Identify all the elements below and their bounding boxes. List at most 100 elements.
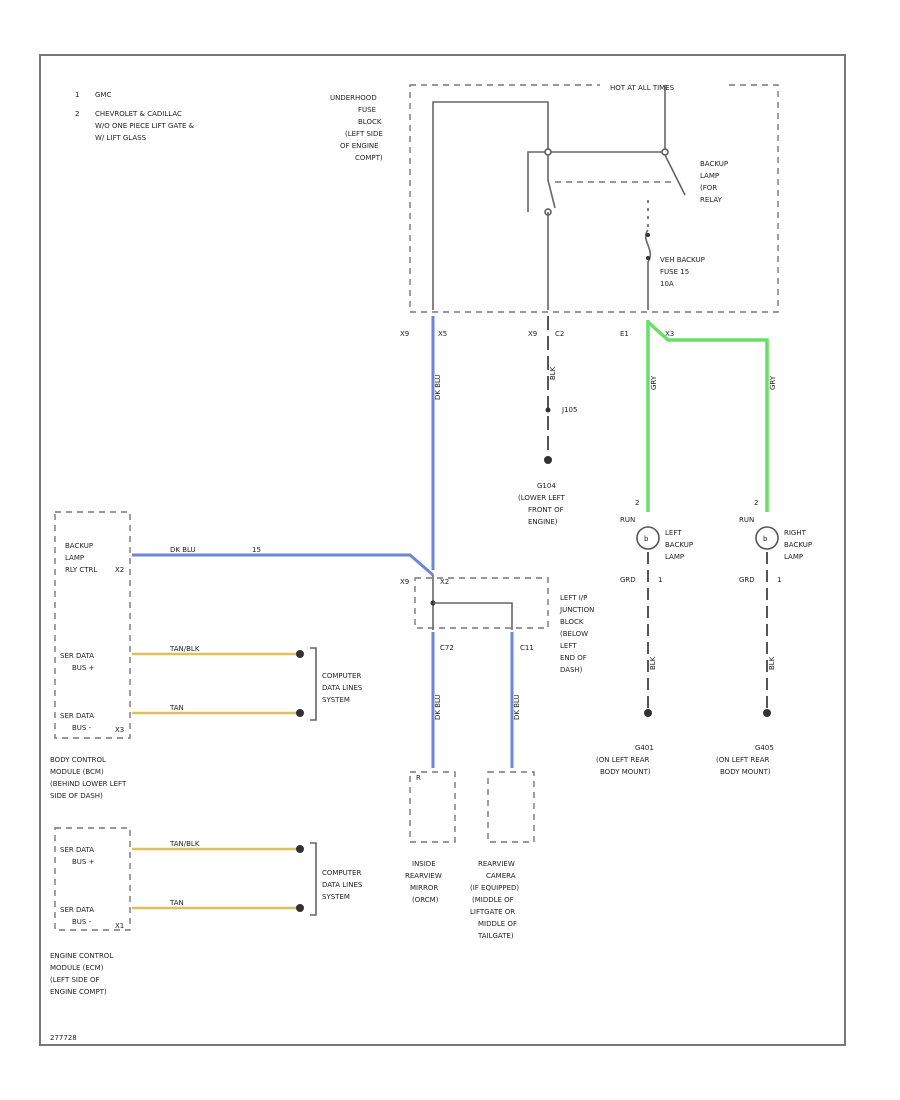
svg-text:X3: X3 <box>115 726 124 734</box>
svg-text:R: R <box>416 774 421 782</box>
svg-text:15: 15 <box>252 546 261 554</box>
svg-text:BLOCK: BLOCK <box>358 118 382 126</box>
svg-text:LEFT I/P: LEFT I/P <box>560 594 587 602</box>
svg-text:G401: G401 <box>635 744 654 752</box>
svg-text:(FOR: (FOR <box>700 184 717 192</box>
right-lamp-bulb-icon <box>755 526 779 550</box>
ground-g104: G104 (LOWER LEFT FRONT OF ENGINE) <box>518 482 566 526</box>
svg-text:BLOCK: BLOCK <box>560 618 584 626</box>
svg-text:DASH): DASH) <box>560 666 583 674</box>
svg-text:INSIDE: INSIDE <box>412 860 436 868</box>
svg-text:TAILGATE): TAILGATE) <box>477 932 514 940</box>
svg-text:BLK: BLK <box>549 366 557 380</box>
svg-text:1: 1 <box>777 576 781 584</box>
svg-text:FUSE: FUSE <box>358 106 376 114</box>
svg-text:X5: X5 <box>438 330 447 338</box>
diagram-id: 277728 <box>50 1034 77 1042</box>
left-backup-lamp: 2 RUN b LEFT BACKUP LAMP GRD 1 <box>620 499 693 584</box>
relay-feed <box>527 151 665 212</box>
svg-text:JUNCTION: JUNCTION <box>559 606 594 614</box>
svg-text:LAMP: LAMP <box>65 554 84 562</box>
svg-text:TAN: TAN <box>169 704 184 712</box>
notes-legend: 1 GMC 2 CHEVROLET & CADILLAC W/O ONE PIE… <box>75 91 195 142</box>
bracket-bcm-data <box>310 647 317 721</box>
svg-text:DK BLU: DK BLU <box>513 694 521 720</box>
svg-text:FUSE 15: FUSE 15 <box>660 268 689 276</box>
svg-text:REARVIEW: REARVIEW <box>478 860 515 868</box>
svg-text:SER DATA: SER DATA <box>60 712 94 720</box>
svg-text:X9: X9 <box>400 578 409 586</box>
svg-text:(LOWER LEFT: (LOWER LEFT <box>518 494 566 502</box>
computer-data-lines-bcm: COMPUTER DATA LINES SYSTEM <box>322 672 363 704</box>
svg-text:GRD: GRD <box>620 576 636 584</box>
svg-text:TAN/BLK: TAN/BLK <box>169 645 200 653</box>
svg-text:MIDDLE OF: MIDDLE OF <box>478 920 517 928</box>
svg-text:REARVIEW: REARVIEW <box>405 872 442 880</box>
svg-text:G104: G104 <box>537 482 556 490</box>
svg-text:2: 2 <box>754 499 758 507</box>
svg-text:ENGINE CONTROL: ENGINE CONTROL <box>50 952 113 960</box>
svg-text:LIFTGATE OR: LIFTGATE OR <box>470 908 515 916</box>
svg-text:SYSTEM: SYSTEM <box>322 696 350 704</box>
svg-text:W/O ONE PIECE LIFT GATE &: W/O ONE PIECE LIFT GATE & <box>95 122 195 130</box>
ground-g401: G401 (ON LEFT REAR BODY MOUNT) <box>596 744 654 776</box>
svg-text:BUS +: BUS + <box>72 858 95 866</box>
svg-text:DATA LINES: DATA LINES <box>322 881 363 889</box>
svg-text:COMPUTER: COMPUTER <box>322 869 361 877</box>
svg-text:BLK: BLK <box>768 656 776 670</box>
svg-text:FRONT OF: FRONT OF <box>528 506 564 514</box>
svg-text:COMPT): COMPT) <box>355 154 383 162</box>
svg-text:b: b <box>644 535 649 543</box>
svg-text:LAMP: LAMP <box>665 553 684 561</box>
svg-text:SYSTEM: SYSTEM <box>322 893 350 901</box>
svg-text:X2: X2 <box>115 566 124 574</box>
svg-text:(IF EQUIPPED): (IF EQUIPPED) <box>470 884 519 892</box>
backup-lamp-relay: BACKUP LAMP (FOR RELAY <box>700 160 728 204</box>
svg-text:X3: X3 <box>665 330 674 338</box>
svg-text:SIDE OF DASH): SIDE OF DASH) <box>50 792 103 800</box>
computer-data-lines-ecm: COMPUTER DATA LINES SYSTEM <box>322 869 363 901</box>
svg-text:HOT AT ALL TIMES: HOT AT ALL TIMES <box>610 84 675 92</box>
underhood-fuse-block: HOT AT ALL TIMES UNDERHOOD FUSE BLOCK (L… <box>330 80 779 313</box>
left-ip-junction-block: X9 X2 LEFT I/P JUNCTION BLOCK (BELOW LEF… <box>400 575 594 674</box>
svg-text:BACKUP: BACKUP <box>784 541 812 549</box>
svg-text:RLY CTRL: RLY CTRL <box>65 566 97 574</box>
svg-text:UNDERHOOD: UNDERHOOD <box>330 94 377 102</box>
svg-text:(MIDDLE OF: (MIDDLE OF <box>472 896 514 904</box>
svg-text:DK BLU: DK BLU <box>434 374 442 400</box>
svg-text:1: 1 <box>658 576 662 584</box>
svg-text:X9: X9 <box>400 330 409 338</box>
svg-text:BUS -: BUS - <box>72 724 92 732</box>
svg-text:DK BLU: DK BLU <box>434 694 442 720</box>
svg-text:(ON LEFT REAR: (ON LEFT REAR <box>716 756 770 764</box>
svg-text:2: 2 <box>75 110 79 118</box>
svg-text:(BEHIND LOWER LEFT: (BEHIND LOWER LEFT <box>50 780 127 788</box>
svg-text:SER DATA: SER DATA <box>60 906 94 914</box>
svg-text:DK BLU: DK BLU <box>170 546 196 554</box>
svg-text:X2: X2 <box>440 578 449 586</box>
svg-text:GRY: GRY <box>769 375 777 390</box>
svg-text:OF ENGINE: OF ENGINE <box>340 142 379 150</box>
ground-g104-symbol <box>544 456 552 464</box>
svg-text:CAMERA: CAMERA <box>486 872 516 880</box>
svg-text:BODY MOUNT): BODY MOUNT) <box>600 768 651 776</box>
svg-text:BACKUP: BACKUP <box>700 160 728 168</box>
svg-text:ENGINE COMPT): ENGINE COMPT) <box>50 988 107 996</box>
svg-text:(ON LEFT REAR: (ON LEFT REAR <box>596 756 650 764</box>
svg-text:CHEVROLET & CADILLAC: CHEVROLET & CADILLAC <box>95 110 182 118</box>
svg-text:END OF: END OF <box>560 654 587 662</box>
ground-g405: G405 (ON LEFT REAR BODY MOUNT) <box>716 744 774 776</box>
svg-text:C11: C11 <box>520 644 534 652</box>
svg-text:C2: C2 <box>555 330 564 338</box>
body-control-module: BACKUP LAMP RLY CTRL X2 SER DATA BUS + S… <box>50 511 131 800</box>
svg-text:(BELOW: (BELOW <box>560 630 588 638</box>
svg-text:(ORCM): (ORCM) <box>412 896 439 904</box>
svg-text:TAN/BLK: TAN/BLK <box>169 840 200 848</box>
svg-text:C72: C72 <box>440 644 454 652</box>
svg-text:GRD: GRD <box>739 576 755 584</box>
svg-text:RELAY: RELAY <box>700 196 723 204</box>
svg-text:LAMP: LAMP <box>700 172 719 180</box>
svg-text:MODULE (BCM): MODULE (BCM) <box>50 768 104 776</box>
svg-text:LEFT: LEFT <box>665 529 682 537</box>
svg-text:G405: G405 <box>755 744 774 752</box>
